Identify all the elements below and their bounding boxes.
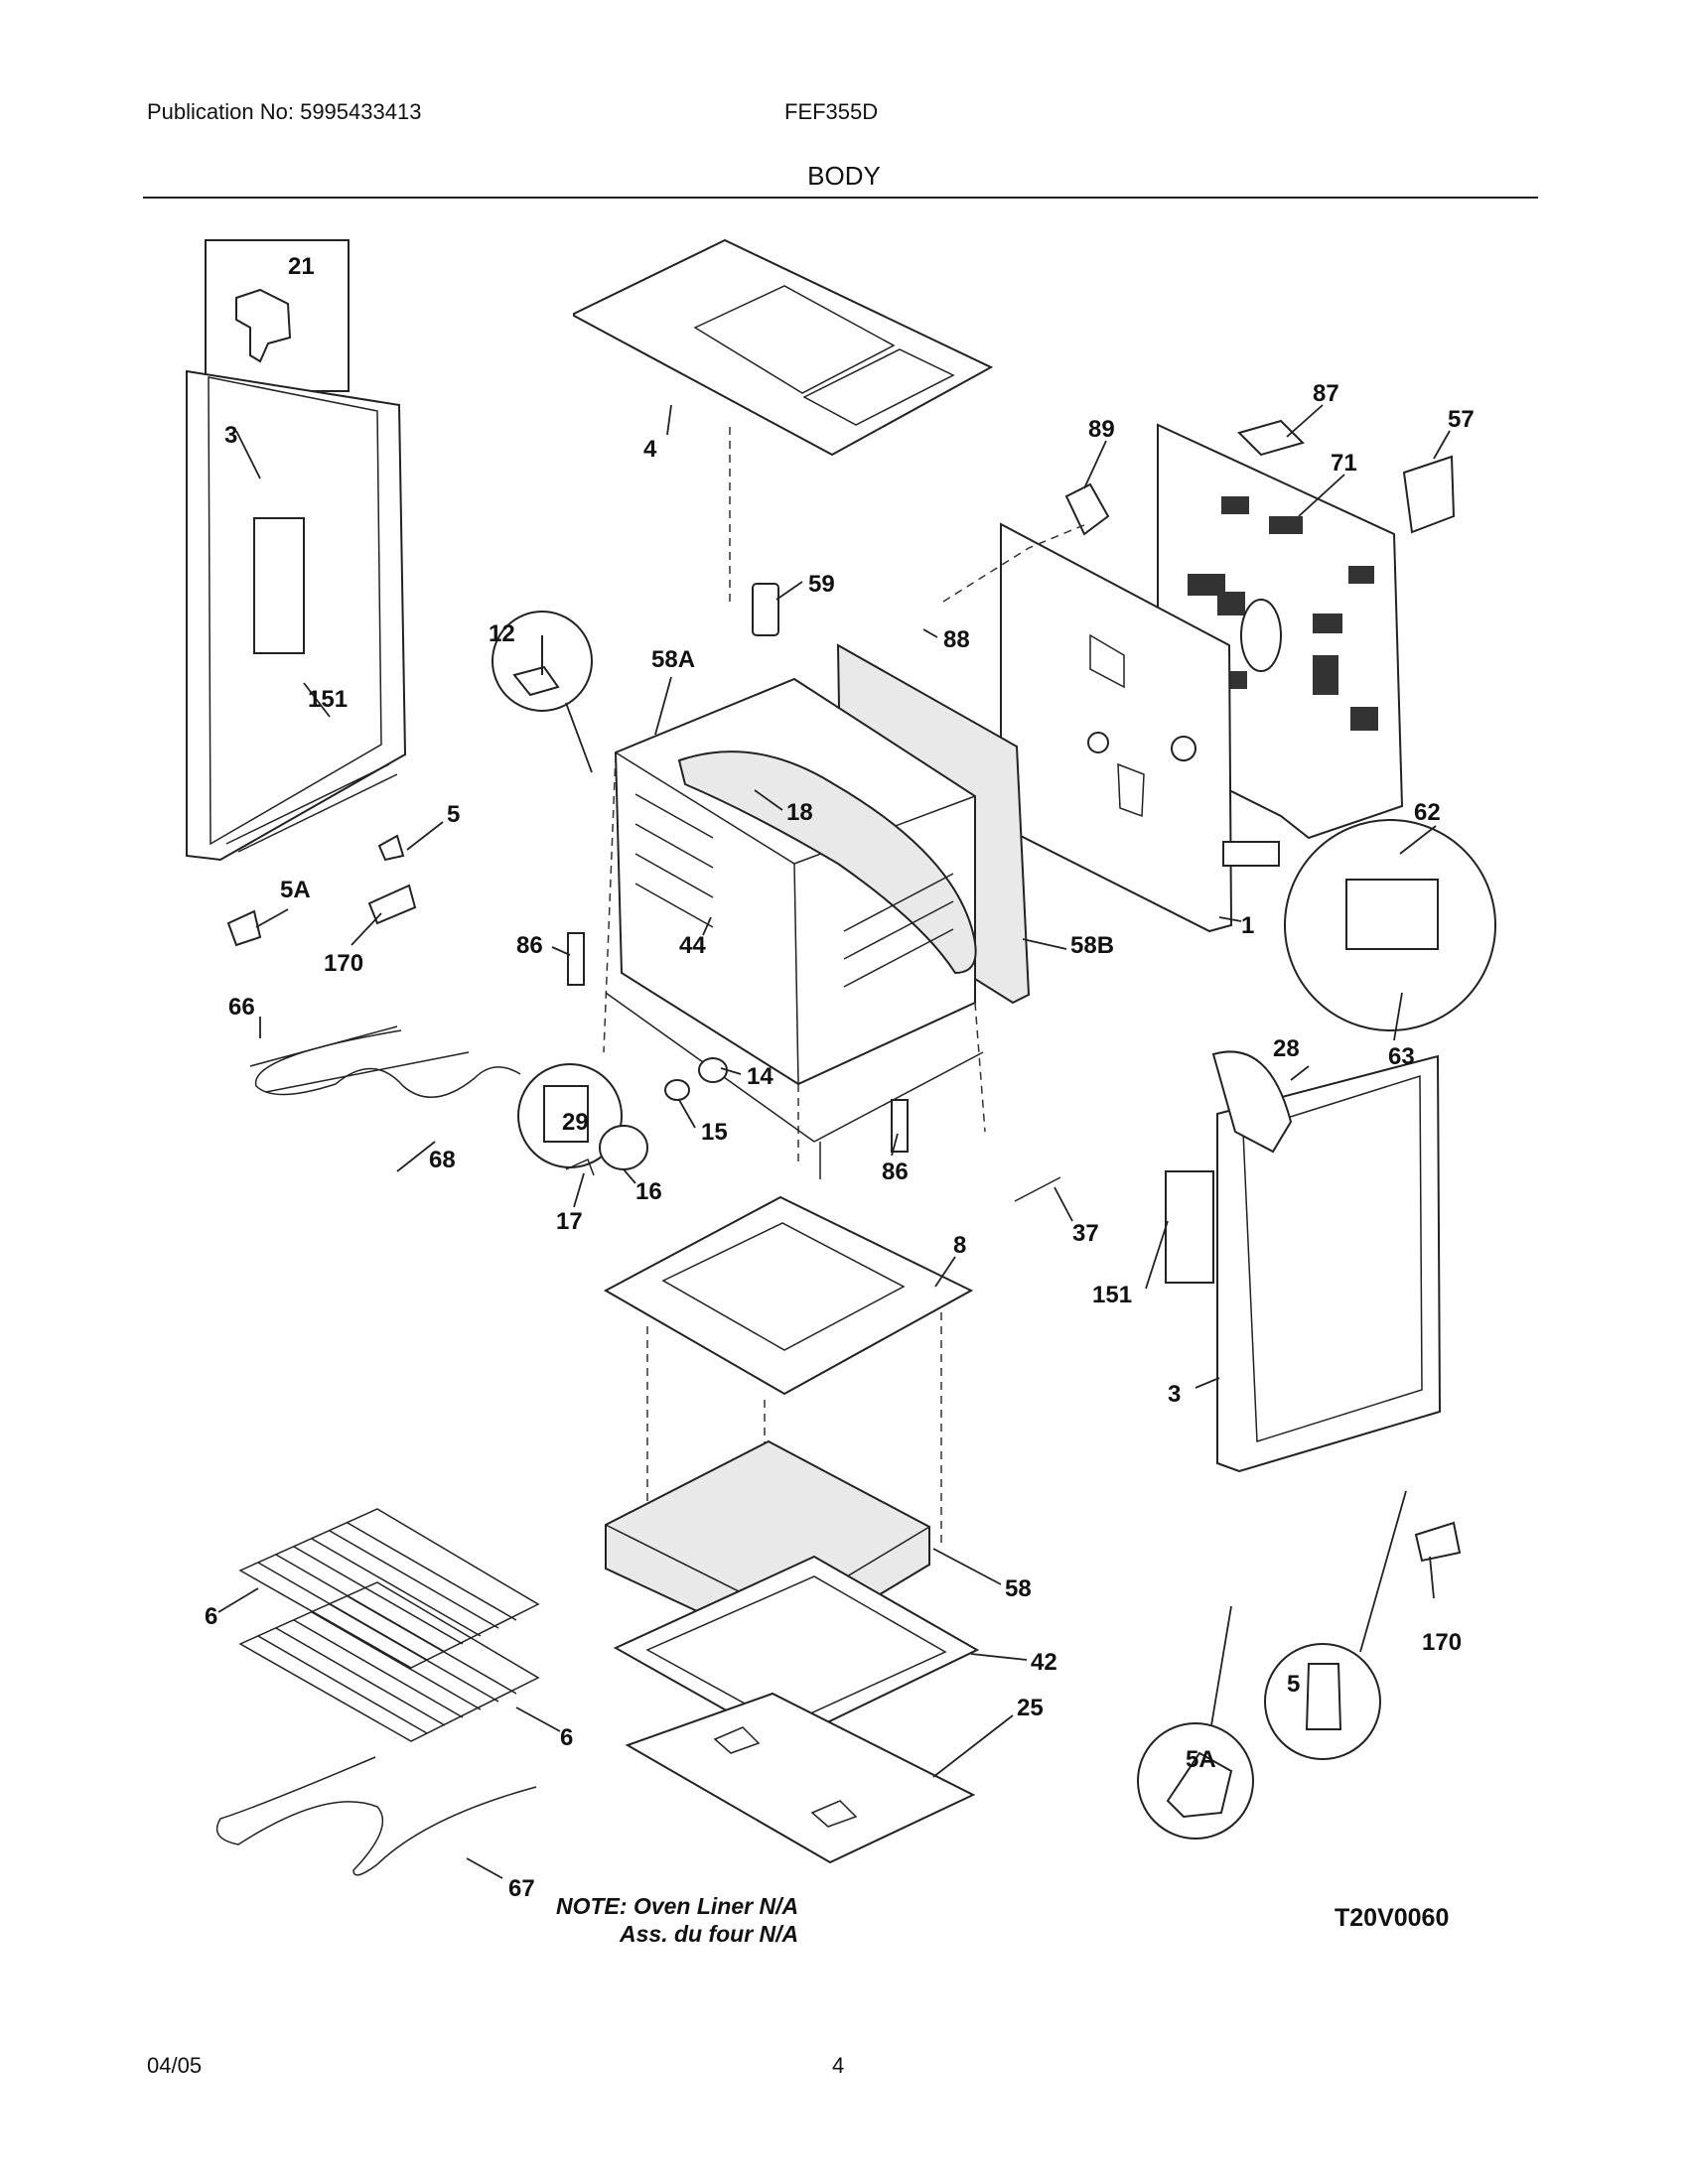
callout-15: 15 [701, 1119, 728, 1146]
callout-62: 62 [1414, 799, 1441, 826]
callout-28: 28 [1273, 1035, 1300, 1062]
note-line-1: NOTE: Oven Liner N/A [556, 1893, 798, 1919]
part-59 [752, 583, 779, 636]
callout-5-left: 5 [447, 801, 460, 828]
callout-151-left: 151 [308, 686, 348, 713]
part-14 [698, 1057, 728, 1083]
model-number: FEF355D [784, 99, 879, 124]
callout-3-left: 3 [224, 422, 237, 449]
publication-date: 04/05 [147, 2053, 203, 2078]
broil-element [254, 1029, 521, 1098]
callout-42: 42 [1031, 1649, 1057, 1676]
right-side-panel [1216, 1054, 1442, 1473]
section-title: BODY [807, 161, 881, 191]
callout-89: 89 [1088, 416, 1115, 443]
callout-12: 12 [489, 620, 515, 647]
callout-67: 67 [508, 1875, 535, 1902]
part-28-clip [1211, 1050, 1293, 1154]
part-17-clip [565, 1158, 595, 1176]
part-37-wire [1014, 1176, 1061, 1202]
callout-58b: 58B [1070, 932, 1114, 959]
callout-14: 14 [747, 1063, 774, 1090]
callout-57: 57 [1448, 406, 1475, 433]
bottom-panel [603, 1195, 974, 1396]
left-leveler-5a [226, 909, 262, 947]
callout-86-left: 86 [516, 932, 543, 959]
callout-71: 71 [1331, 450, 1357, 477]
part-57 [1402, 455, 1456, 534]
bake-element [215, 1756, 537, 1876]
right-panel-bracket [1165, 1170, 1214, 1284]
left-panel-bracket [253, 517, 305, 654]
callout-8: 8 [953, 1232, 966, 1259]
callout-59: 59 [808, 571, 835, 598]
callout-17: 17 [556, 1208, 583, 1235]
callout-3-right: 3 [1168, 1381, 1181, 1408]
lower-oven-rack [238, 1581, 540, 1742]
part-29-lamp-socket [543, 1085, 589, 1143]
callout-6-lower: 6 [560, 1724, 573, 1751]
part-21-switch [235, 288, 292, 363]
cavity-rack-guides [634, 793, 954, 988]
bottom-cover [625, 1692, 976, 1864]
callout-68: 68 [429, 1147, 456, 1173]
callout-58: 58 [1005, 1575, 1032, 1602]
callout-86-right: 86 [882, 1159, 909, 1185]
part-89 [1064, 482, 1110, 536]
callout-63: 63 [1388, 1043, 1415, 1070]
callout-5a-left: 5A [280, 877, 311, 903]
header-rule [143, 197, 1538, 199]
part-15 [664, 1079, 690, 1101]
callout-25: 25 [1017, 1695, 1044, 1721]
callout-58a: 58A [651, 646, 695, 673]
callout-44: 44 [679, 932, 706, 959]
note-line-2: Ass. du four N/A [619, 1921, 798, 1947]
callout-87: 87 [1313, 380, 1339, 407]
callout-1: 1 [1241, 912, 1254, 939]
callout-37: 37 [1072, 1220, 1099, 1247]
callout-170-left: 170 [324, 950, 363, 977]
callout-4: 4 [643, 436, 657, 463]
left-leveler-5 [377, 834, 405, 862]
callout-labels: 21 3 4 89 87 57 71 59 88 12 58A 151 5 5A… [205, 253, 1475, 1902]
callout-66: 66 [228, 994, 255, 1021]
page-number: 4 [832, 2053, 845, 2078]
upper-oven-rack [238, 1508, 540, 1669]
callout-88: 88 [943, 626, 970, 653]
callout-170-right: 170 [1422, 1629, 1462, 1656]
top-panel [573, 238, 994, 457]
drawing-code: T20V0060 [1335, 1904, 1449, 1932]
callout-151-right: 151 [1092, 1282, 1132, 1308]
callout-18: 18 [786, 799, 813, 826]
part-62-terminal-block [1345, 879, 1439, 950]
part-62-small [1222, 841, 1280, 867]
callout-29: 29 [562, 1109, 589, 1136]
part-170-hinge [1414, 1521, 1462, 1563]
callout-5a-right: 5A [1186, 1746, 1216, 1773]
part-86-left [567, 932, 585, 986]
callout-16: 16 [635, 1178, 662, 1205]
callout-21: 21 [288, 253, 315, 280]
part-87 [1237, 419, 1305, 457]
wrap-insulation [677, 751, 977, 975]
callout-5-right: 5 [1287, 1671, 1300, 1698]
callout-6-upper: 6 [205, 1603, 217, 1630]
part-16-lens [599, 1125, 648, 1170]
callout-leaders [217, 404, 1451, 1879]
publication-number: Publication No: 5995433413 [147, 99, 422, 124]
